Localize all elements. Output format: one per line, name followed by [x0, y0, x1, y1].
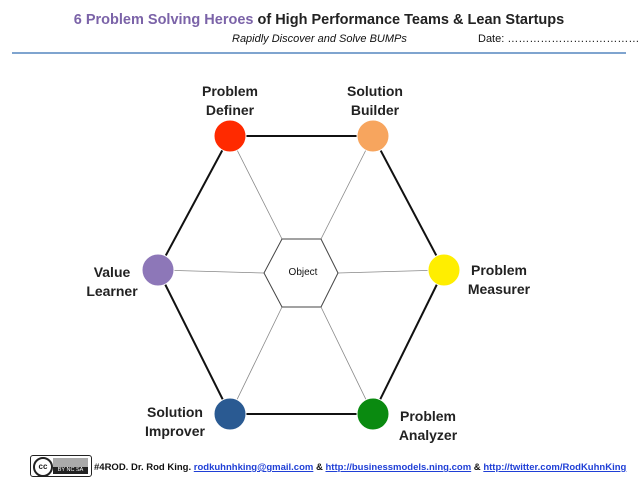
- creative-commons-badge: cc BY NC SA: [30, 455, 92, 477]
- outer-edge: [157, 269, 231, 415]
- role-label-line1: Value: [93, 264, 131, 280]
- cc-logo-icon: cc: [33, 457, 53, 477]
- role-label-line2: Builder: [350, 102, 400, 118]
- spoke-value-learner: [157, 269, 265, 274]
- cc-license-text: BY NC SA: [53, 467, 88, 474]
- role-label-line2: Analyzer: [398, 427, 458, 443]
- role-label-value-learner: Value Learner: [80, 263, 144, 301]
- cc-icons-bar: [53, 458, 88, 467]
- footer-credits: #4ROD. Dr. Rod King. rodkuhnhking@gmail.…: [94, 462, 626, 473]
- date-field: Date: ………………………………..: [478, 33, 638, 45]
- subtitle: Rapidly Discover and Solve BUMPs: [232, 33, 407, 45]
- outer-edge: [372, 269, 445, 415]
- role-label-line2: Definer: [205, 102, 255, 118]
- role-nodes: [141, 119, 461, 431]
- footer-link-businessmodels[interactable]: http://businessmodels.ning.com: [325, 462, 472, 473]
- node-value-learner: [141, 253, 175, 287]
- node-problem-measurer: [427, 253, 461, 287]
- node-problem-definer: [213, 119, 247, 153]
- role-label-line1: Solution: [147, 404, 203, 420]
- spoke-solution-builder: [320, 135, 374, 240]
- role-label-problem-definer: Problem Definer: [180, 82, 280, 120]
- outer-hexagon: [157, 135, 445, 415]
- node-solution-improver: [213, 397, 247, 431]
- outer-edge: [372, 135, 445, 271]
- role-label-line2: Learner: [86, 283, 138, 299]
- role-label-problem-measurer: Problem Measurer: [456, 261, 542, 299]
- node-solution-builder: [356, 119, 390, 153]
- footer-email-link[interactable]: rodkuhnhking@gmail.com: [193, 462, 314, 473]
- footer-link-twitter[interactable]: http://twitter.com/RodKuhnKing: [483, 462, 627, 473]
- outer-edge: [157, 135, 231, 271]
- title-highlight: 6 Problem Solving Heroes: [73, 12, 254, 28]
- role-label-problem-analyzer: Problem Analyzer: [382, 407, 474, 445]
- footer-sep-1: &: [313, 462, 326, 473]
- center-hexagon: [263, 238, 339, 308]
- role-label-line2: Improver: [145, 423, 205, 439]
- spoke-problem-definer: [229, 135, 283, 240]
- node-problem-analyzer: [356, 397, 390, 431]
- spoke-problem-measurer: [337, 269, 445, 274]
- spoke-problem-analyzer: [320, 306, 374, 415]
- footer-sep-2: &: [471, 462, 484, 473]
- page-title: 6 Problem Solving Heroes of High Perform…: [0, 12, 638, 28]
- role-label-line2: Measurer: [467, 281, 531, 297]
- role-label-solution-builder: Solution Builder: [325, 82, 425, 120]
- role-label-solution-improver: Solution Improver: [130, 403, 220, 441]
- role-label-line1: Problem: [470, 262, 527, 278]
- role-label-line1: Problem: [201, 83, 258, 99]
- role-label-line1: Solution: [347, 83, 403, 99]
- spoke-solution-improver: [229, 306, 283, 415]
- role-label-line1: Problem: [399, 408, 456, 424]
- footer-prefix: #4ROD. Dr. Rod King.: [94, 462, 194, 473]
- title-rest: of High Performance Teams & Lean Startup…: [253, 12, 565, 28]
- header-divider: [12, 52, 626, 54]
- spokes: [157, 135, 445, 415]
- center-object-label: Object: [288, 267, 318, 278]
